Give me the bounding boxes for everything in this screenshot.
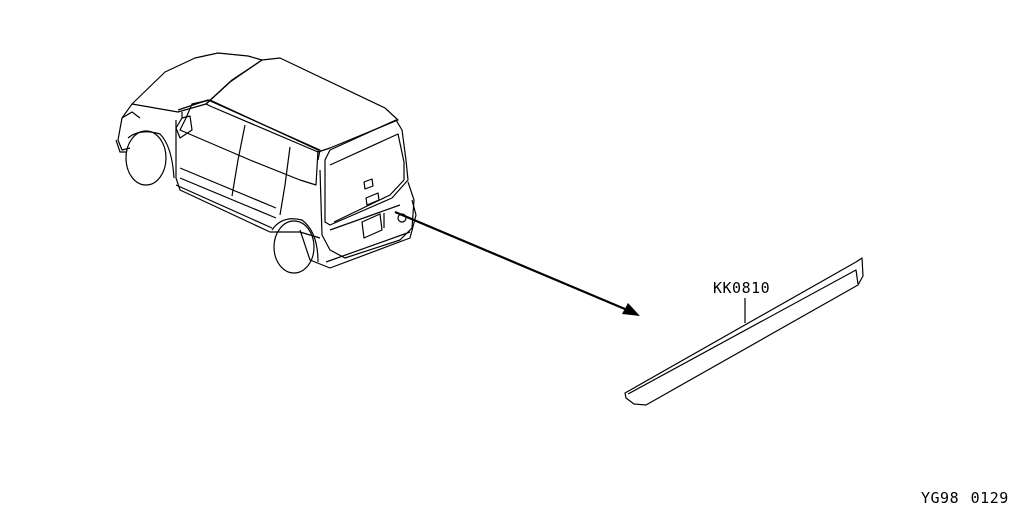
part-number-label: KK0810 [713,279,771,297]
arrow [394,210,640,316]
reference-code: YG98 0129 [921,489,1009,507]
bumper-protector-part [624,257,864,406]
vehicle-illustration [115,52,417,274]
